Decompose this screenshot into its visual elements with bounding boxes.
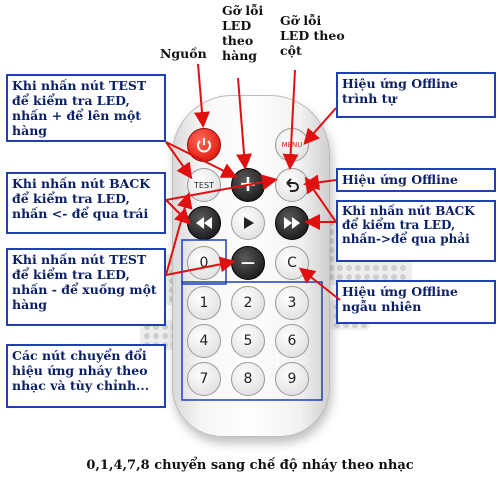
number-8-label: 8 xyxy=(243,371,253,387)
menu-button-label: MENU xyxy=(281,141,303,149)
next-button[interactable] xyxy=(275,206,309,240)
plus-button[interactable]: + xyxy=(231,168,265,202)
minus-button-label: — xyxy=(241,255,255,271)
led-dot xyxy=(364,274,370,280)
led-dot xyxy=(346,265,352,271)
led-dot xyxy=(373,274,379,280)
number-0-label: 0 xyxy=(199,255,209,271)
number-2-label: 2 xyxy=(243,295,253,311)
number-3-button[interactable]: 3 xyxy=(275,286,309,320)
test-button[interactable]: TEST xyxy=(187,168,221,202)
number-7-label: 7 xyxy=(199,371,209,387)
number-9-label: 9 xyxy=(287,371,297,387)
led-dot xyxy=(364,265,370,271)
previous-button[interactable] xyxy=(187,206,221,240)
minus-button[interactable]: — xyxy=(231,246,265,280)
led-dot xyxy=(355,274,361,280)
led-dot xyxy=(144,333,150,339)
footer-caption: 0,1,4,7,8 chuyển sang chế độ nháy theo n… xyxy=(86,458,414,473)
led-dot xyxy=(391,274,397,280)
led-dot xyxy=(346,274,352,280)
power-label: Nguồn xyxy=(160,46,207,61)
back-arrow-icon xyxy=(286,178,299,192)
c-button-label: C xyxy=(287,255,297,271)
play-icon xyxy=(244,217,254,229)
number-8-button[interactable]: 8 xyxy=(231,362,265,396)
offline-sequence-callout: Hiệu ứng Offline trình tự xyxy=(336,72,496,118)
led-dot xyxy=(337,265,343,271)
fast-forward-icon xyxy=(284,217,300,229)
number-4-label: 4 xyxy=(199,333,209,349)
c-button[interactable]: C xyxy=(275,246,309,280)
number-1-button[interactable]: 1 xyxy=(187,286,221,320)
led-dot xyxy=(382,265,388,271)
plus-button-label: + xyxy=(238,172,258,197)
number-6-button[interactable]: 6 xyxy=(275,324,309,358)
led-dot xyxy=(355,265,361,271)
debug-row-label: Gỡ lỗi LED theo hàng xyxy=(222,3,264,63)
offline-random-callout: Hiệu ứng Offline ngẫu nhiên xyxy=(336,280,496,324)
number-5-label: 5 xyxy=(243,333,253,349)
number-3-label: 3 xyxy=(287,295,297,311)
debug-column-label: Gỡ lỗi LED theo cột xyxy=(280,13,345,58)
led-dot xyxy=(391,265,397,271)
power-button[interactable] xyxy=(187,128,221,162)
number-6-label: 6 xyxy=(287,333,297,349)
number-5-button[interactable]: 5 xyxy=(231,324,265,358)
led-dot xyxy=(400,265,406,271)
power-icon xyxy=(197,138,211,153)
back-left-callout: Khi nhấn nút BACK để kiểm tra LED, nhấn … xyxy=(6,172,166,234)
switch-effects-callout: Các nút chuyển đổi hiệu ứng nháy theo nh… xyxy=(6,344,166,408)
test-up-callout: Khi nhấn nút TEST để kiểm tra LED, nhấn … xyxy=(6,74,166,142)
number-1-label: 1 xyxy=(199,295,209,311)
test-down-callout: Khi nhấn nút TEST để kiểm tra LED, nhấn … xyxy=(6,248,166,326)
back-button[interactable] xyxy=(275,168,309,202)
led-dot xyxy=(382,274,388,280)
rewind-icon xyxy=(196,217,212,229)
number-4-button[interactable]: 4 xyxy=(187,324,221,358)
play-button[interactable] xyxy=(231,206,265,240)
number-0-button[interactable]: 0 xyxy=(187,246,221,280)
number-2-button[interactable]: 2 xyxy=(231,286,265,320)
offline-callout: Hiệu ứng Offline xyxy=(336,168,496,192)
menu-button[interactable]: MENU xyxy=(275,128,309,162)
led-dot xyxy=(153,333,159,339)
led-dot xyxy=(400,274,406,280)
test-button-label: TEST xyxy=(194,180,214,190)
led-dot xyxy=(373,265,379,271)
number-9-button[interactable]: 9 xyxy=(275,362,309,396)
led-dot xyxy=(162,333,168,339)
number-7-button[interactable]: 7 xyxy=(187,362,221,396)
back-right-callout: Khi nhấn nút BACK để kiểm tra LED, nhấn-… xyxy=(336,200,496,262)
